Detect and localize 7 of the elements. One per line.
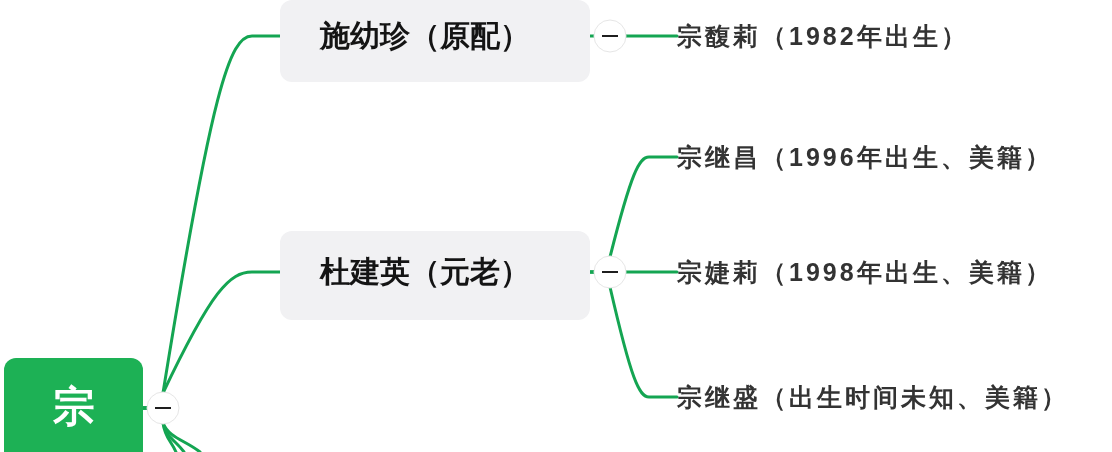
topic-box: 施幼珍（原配）: [280, 0, 590, 82]
branch-label: 宗继盛（出生时间未知、美籍）: [677, 382, 1069, 412]
root-box: 宗: [4, 358, 143, 452]
branch-label: 宗婕莉（1998年出生、美籍）: [677, 257, 1053, 287]
branch-label: 宗继昌（1996年出生、美籍）: [677, 142, 1053, 172]
branch-label: 宗馥莉（1982年出生）: [677, 21, 969, 51]
topic-box: 杜建英（元老）: [280, 231, 590, 320]
